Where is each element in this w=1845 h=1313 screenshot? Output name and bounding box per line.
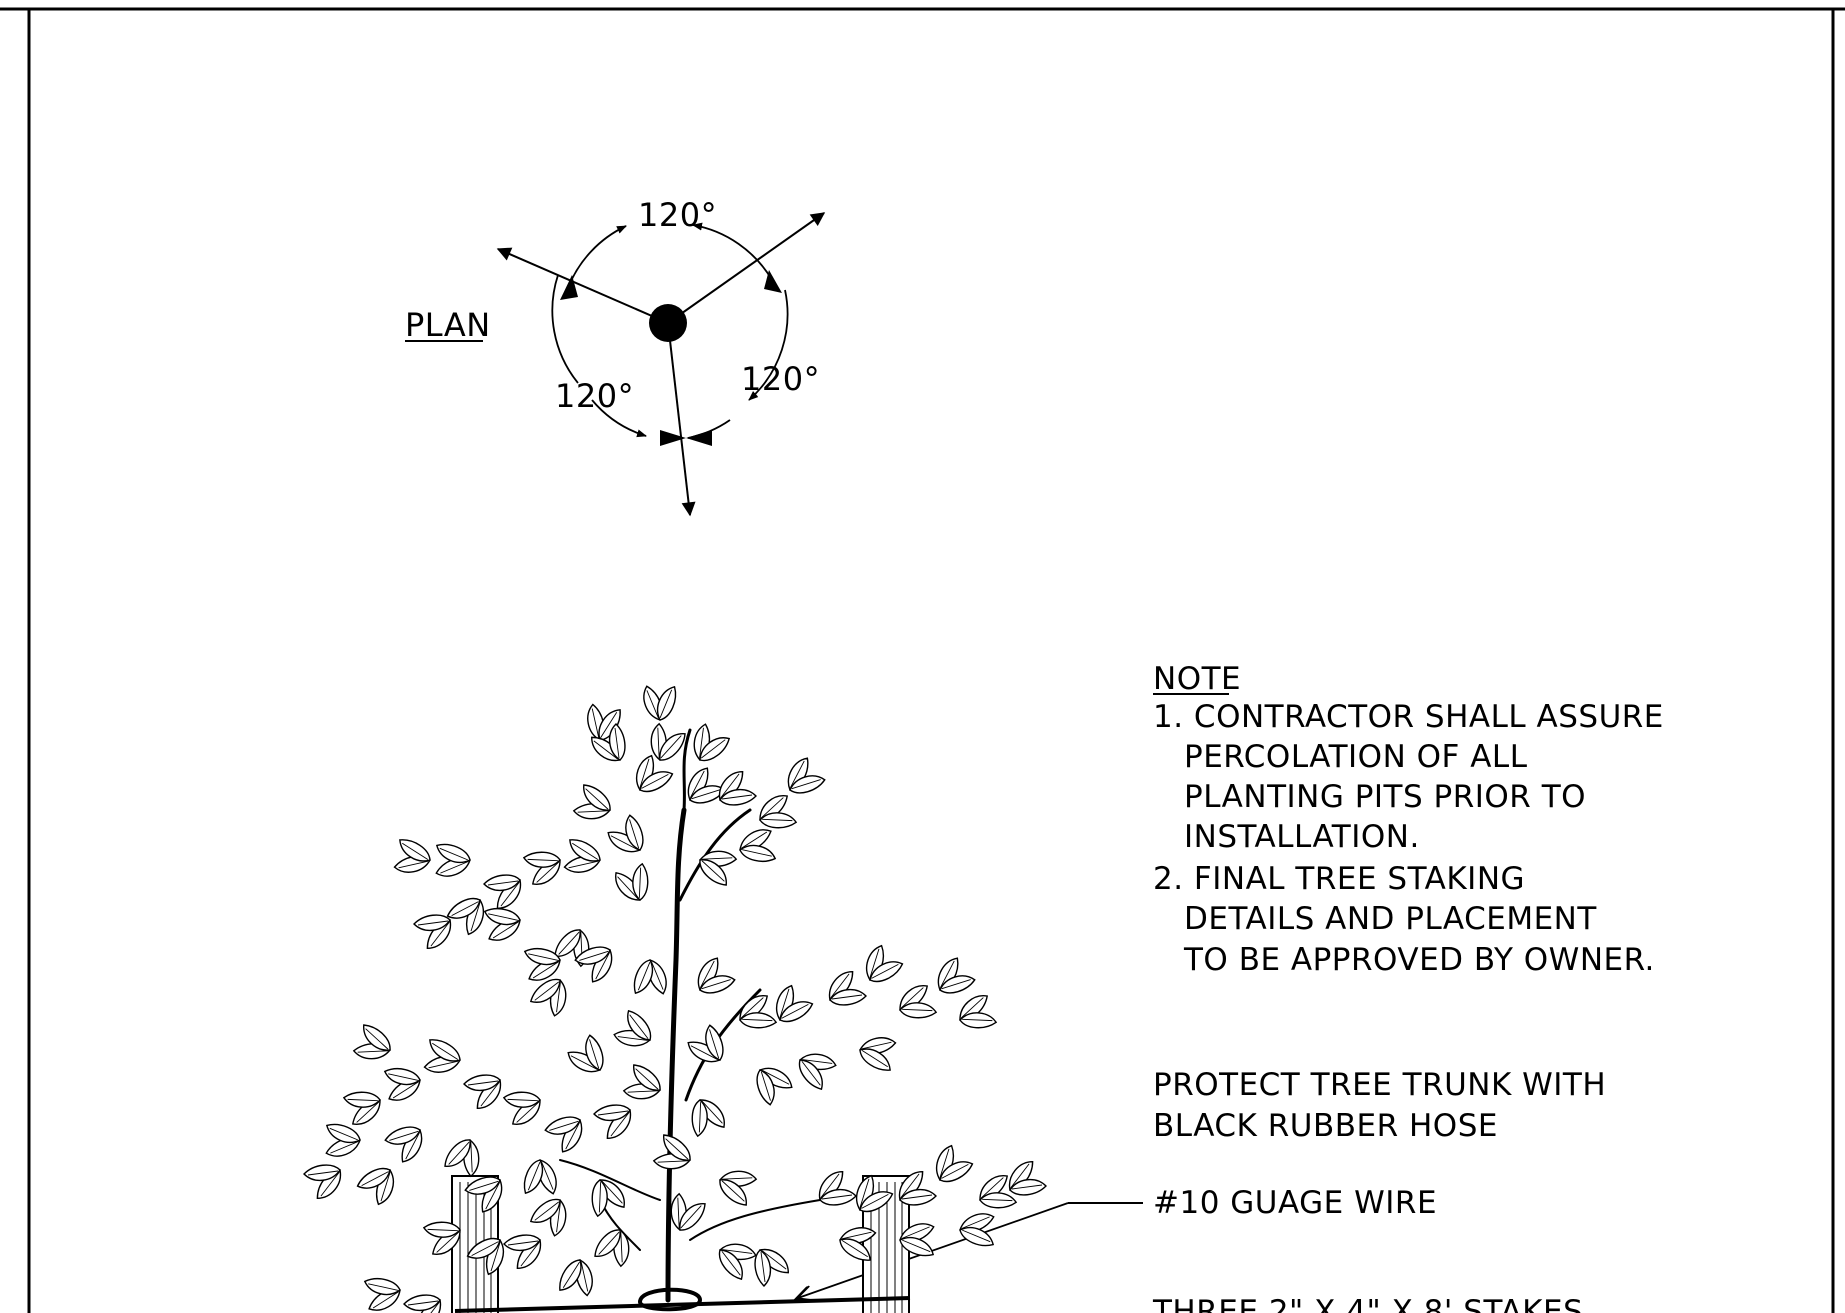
angle-label-right: 120° (741, 360, 820, 398)
guy-wire (454, 1296, 911, 1313)
stake-direction-arrows (496, 212, 826, 517)
note-line: 1. CONTRACTOR SHALL ASSURE (1153, 699, 1664, 735)
note-line: 2. FINAL TREE STAKING (1153, 861, 1525, 897)
stakes-callout: THREE 2" X 4" X 8' STAKES (1152, 1294, 1583, 1313)
note-line: PLANTING PITS PRIOR TO (1184, 779, 1586, 815)
plan-label: PLAN (405, 306, 491, 344)
trunk-protection-callout: PROTECT TREE TRUNK WITH (1153, 1067, 1606, 1103)
angle-arrowheads (560, 270, 782, 446)
sheet-border (0, 7, 1845, 1313)
wire-callout: #10 GUAGE WIRE (1153, 1185, 1437, 1221)
plan-view-diagram: PLAN 120° 120° 120° (405, 196, 826, 517)
tree-trunk-dot (649, 304, 687, 342)
rubber-hose-loop (637, 1287, 703, 1312)
note-line: DETAILS AND PLACEMENT (1184, 901, 1597, 937)
note-line: PERCOLATION OF ALL (1184, 739, 1528, 775)
tree-elevation-drawing (299, 679, 1051, 1313)
notes-block: NOTE 1. CONTRACTOR SHALL ASSURE PERCOLAT… (1153, 661, 1664, 978)
note-heading: NOTE (1153, 661, 1241, 697)
angle-label-top: 120° (638, 196, 717, 234)
note-line: INSTALLATION. (1184, 819, 1420, 855)
callouts: PROTECT TREE TRUNK WITH BLACK RUBBER HOS… (798, 1067, 1606, 1313)
wire-leader-arrow (798, 1202, 1069, 1298)
trunk-protection-callout: BLACK RUBBER HOSE (1153, 1108, 1498, 1144)
note-line: TO BE APPROVED BY OWNER. (1183, 942, 1655, 978)
angle-label-left: 120° (555, 377, 634, 415)
